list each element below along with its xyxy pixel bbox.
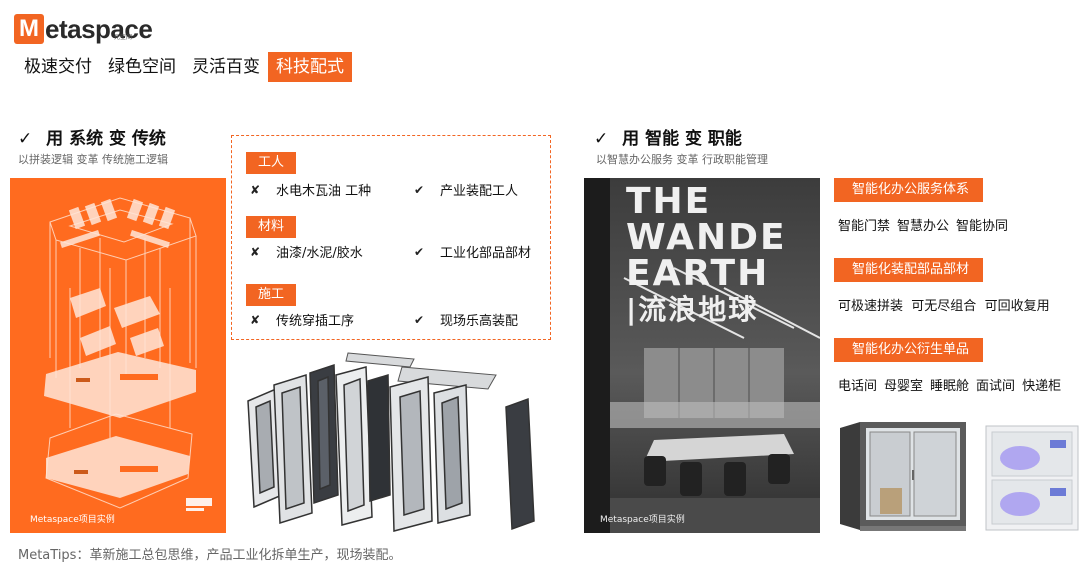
tag-smart-office-service: 智能化办公服务体系 <box>834 178 984 202</box>
old-way-text: 传统穿插工序 <box>276 314 355 329</box>
check-icon: ✓ <box>594 129 609 149</box>
wall-lettering: THE WANDE EARTH |流浪地球 <box>626 184 787 328</box>
frames-illustration <box>247 352 535 532</box>
logo-mark: M <box>14 14 44 44</box>
right-section-title: ✓ 用 智能 变 职能 <box>594 124 742 149</box>
logo-wordmark: etaspace <box>45 14 153 44</box>
exploded-structure-image: Metaspace项目实例 <box>10 178 226 533</box>
new-way-text: 现场乐高装配 <box>440 314 519 329</box>
feature-item: 智能门禁 <box>838 219 891 234</box>
feature-item: 电话间 <box>838 379 878 394</box>
left-section-subtitle: 以拼装逻辑 变革 传统施工逻辑 <box>18 153 168 166</box>
pod-and-locker-illustration <box>840 422 1079 531</box>
new-way-text: 产业装配工人 <box>440 184 519 199</box>
feature-item: 可回收复用 <box>984 299 1050 314</box>
smart-components-items: 可极速拼装 可无尽组合 可回收复用 <box>838 298 1068 316</box>
wall-line-1: THE <box>626 181 712 222</box>
product-images <box>836 418 1080 533</box>
tag-construction: 施工 <box>246 284 297 306</box>
right-title-text: 用 智能 变 职能 <box>622 129 742 149</box>
check-icon: ✓ <box>18 129 33 149</box>
right-section-subtitle: 以智慧办公服务 变革 行政职能管理 <box>596 153 768 166</box>
feature-item: 睡眠舱 <box>930 379 970 394</box>
office-photo: THE WANDE EARTH |流浪地球 Metaspace项目实例 <box>584 178 820 533</box>
smart-office-service-items: 智能门禁智慧办公智能协同 <box>838 218 1078 236</box>
old-way-text: 水电木瓦油 工种 <box>276 184 372 199</box>
feature-item: 智慧办公 <box>897 219 950 234</box>
meta-tips-footer: MetaTips：革新施工总包思维，产品工业化拆单生产，现场装配。 <box>18 548 402 563</box>
compare-row-construction: ✘ 传统穿插工序 ✔ 现场乐高装配 <box>250 310 540 330</box>
check-icon: ✔ <box>414 312 425 327</box>
cross-icon: ✘ <box>250 182 261 197</box>
panel-caption: Metaspace项目实例 <box>30 515 115 525</box>
feature-item: 面试间 <box>976 379 1016 394</box>
tab-fast-delivery[interactable]: 极速交付 <box>24 57 92 77</box>
smart-products-items: 电话间母婴室睡眠舱面试间快递柜 <box>838 378 1080 396</box>
compare-row-materials: ✘ 油漆/水泥/胶水 ✔ 工业化部品部材 <box>250 242 540 262</box>
feature-item: 可无尽组合 <box>911 299 977 314</box>
brand-logo: M etaspace <box>14 12 153 44</box>
feature-item: 母婴室 <box>884 379 924 394</box>
tab-green-space[interactable]: 绿色空间 <box>108 57 176 77</box>
cross-icon: ✘ <box>250 312 261 327</box>
check-icon: ✔ <box>414 182 425 197</box>
feature-item: 可极速拼装 <box>838 299 904 314</box>
wall-line-4: |流浪地球 <box>626 293 759 326</box>
logo-subtitle: 元空间 <box>114 34 133 41</box>
tag-smart-components: 智能化装配部品部材 <box>834 258 984 282</box>
tab-tech-assembly[interactable]: 科技配式 <box>268 52 352 82</box>
old-way-text: 油漆/水泥/胶水 <box>276 246 363 261</box>
tag-materials: 材料 <box>246 216 297 238</box>
new-way-text: 工业化部品部材 <box>440 246 532 261</box>
feature-item: 智能协同 <box>956 219 1009 234</box>
structure-illustration <box>44 197 212 511</box>
feature-item: 快递柜 <box>1022 379 1062 394</box>
cross-icon: ✘ <box>250 244 261 259</box>
tag-workers: 工人 <box>246 152 297 174</box>
compare-row-workers: ✘ 水电木瓦油 工种 ✔ 产业装配工人 <box>250 180 540 200</box>
wall-line-2: WANDE <box>626 217 787 258</box>
tab-flexible[interactable]: 灵活百变 <box>192 57 260 77</box>
office-scene <box>584 178 820 533</box>
left-section-title: ✓ 用 系统 变 传统 <box>18 124 166 149</box>
photo-caption: Metaspace项目实例 <box>600 515 685 525</box>
feature-tabs: 极速交付 绿色空间 灵活百变 科技配式 <box>16 52 352 82</box>
exploded-frames-image <box>238 345 558 540</box>
left-title-text: 用 系统 变 传统 <box>46 129 166 149</box>
comparison-box: 工人 ✘ 水电木瓦油 工种 ✔ 产业装配工人 材料 ✘ 油漆/水泥/胶水 ✔ 工… <box>231 135 551 340</box>
tag-smart-products: 智能化办公衍生单品 <box>834 338 984 362</box>
wall-line-3: EARTH <box>626 253 770 294</box>
check-icon: ✔ <box>414 244 425 259</box>
